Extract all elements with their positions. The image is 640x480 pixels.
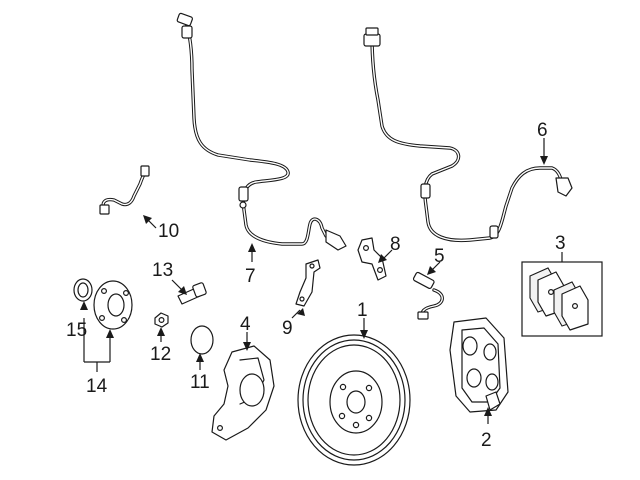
callout-8: 8 — [390, 234, 401, 255]
callout-labels: 1 2 3 4 5 6 7 8 9 10 11 12 13 14 15 — [66, 120, 566, 451]
callout-4: 4 — [240, 314, 251, 335]
callout-2: 2 — [481, 430, 492, 451]
callout-12: 12 — [150, 344, 171, 365]
hose-bracket — [295, 259, 321, 307]
splash-shield — [211, 345, 275, 441]
wheel-hub — [93, 280, 133, 330]
brake-rotor — [297, 334, 411, 466]
wheel-nut — [154, 312, 169, 328]
callout-11: 11 — [190, 372, 210, 393]
o-ring — [190, 325, 214, 355]
callout-6: 6 — [537, 120, 548, 141]
abs-sensor-wire-right — [363, 27, 573, 243]
callout-5: 5 — [434, 246, 445, 267]
brake-pad-set — [521, 261, 603, 337]
leader-lines — [80, 138, 563, 424]
abs-sensor-wire-left — [176, 12, 347, 251]
callout-10: 10 — [158, 221, 179, 242]
callout-14: 14 — [86, 376, 108, 397]
pad-wear-sensor — [412, 271, 444, 320]
caliper-bolt — [177, 282, 207, 305]
brake-caliper — [449, 317, 509, 413]
callout-1: 1 — [357, 300, 368, 321]
callout-13: 13 — [152, 260, 173, 281]
wire-bracket — [357, 237, 387, 281]
callout-7: 7 — [245, 266, 256, 287]
hub-seal — [73, 278, 93, 302]
callout-3: 3 — [555, 233, 566, 254]
callout-9: 9 — [282, 318, 293, 339]
callout-15: 15 — [66, 320, 87, 341]
brake-hose — [99, 165, 150, 215]
